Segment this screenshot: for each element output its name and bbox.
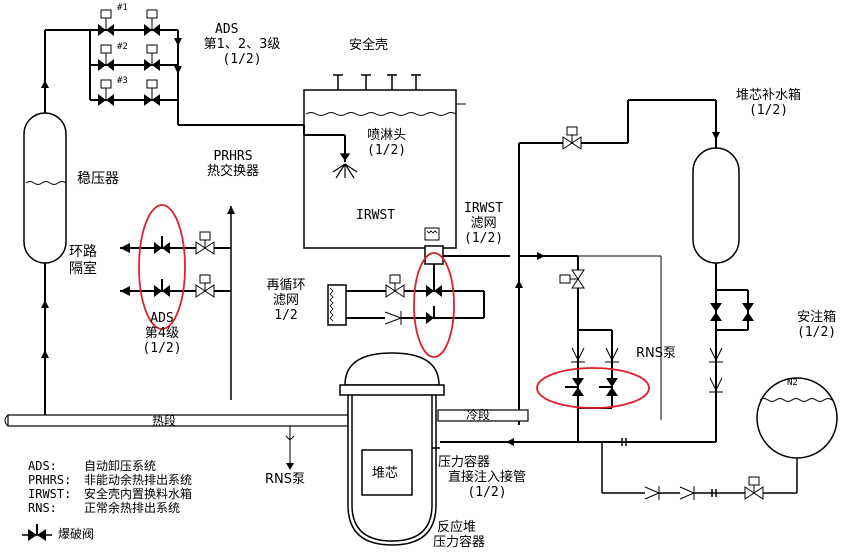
reactor-vessel [339, 352, 445, 546]
flow-arrow-up [41, 300, 49, 308]
valve-label-1: #1 [117, 3, 128, 13]
irwst-screen-label: IRWST 滤网 (1/2) [464, 201, 504, 246]
ads-stage123-valves [98, 9, 160, 106]
recirc-check-valve [384, 311, 403, 325]
flow-arrow-left [120, 286, 130, 296]
ads4-motor-valve-lower [195, 274, 215, 298]
ads-valve-1a [98, 9, 114, 36]
ads4-label: ADS 第4级 (1/2) [142, 311, 182, 356]
loop-compartment-label: 环路 隔室 [69, 244, 97, 277]
pressurizer-piping [44, 29, 90, 416]
pressurizer-vessel [23, 112, 67, 264]
flow-arrow-down [174, 66, 182, 74]
cmt-tank [692, 147, 740, 264]
pressurizer-label: 稳压器 [77, 171, 119, 187]
accumulator-check-valves [644, 486, 696, 500]
core-label: 堆芯 [372, 466, 399, 481]
dvi-motor-valve [559, 269, 585, 289]
legend-row: PRHRS:非能动余热排出系统 [28, 473, 193, 487]
rns-suction [285, 426, 295, 466]
prhrs-label: PRHRS 热交换器 [207, 149, 260, 179]
ads-valve-3a [98, 79, 114, 106]
dvi-label: 压力容器 直接注入接管 (1/2) [438, 455, 526, 500]
containment-vents [333, 74, 421, 90]
recirc-squib-valve-lower [426, 306, 458, 324]
legend-row: RNS:正常余热排出系统 [28, 501, 181, 515]
recirc-squib-valve-upper [426, 279, 442, 297]
flow-arrow-up [41, 80, 49, 88]
flow-arrow-down [286, 463, 294, 470]
ads4-squib-valve-lower [154, 279, 170, 297]
cmt-inlet-valve [562, 126, 582, 150]
ads-valve-2b [144, 44, 160, 71]
accumulator-line [601, 438, 798, 497]
cmt-outlet-valves [709, 289, 754, 393]
legend-squib-label: 爆破阀 [58, 527, 95, 541]
cmt-label: 堆芯补水箱 (1/2) [736, 88, 802, 118]
dvi-squib-valve-left [565, 378, 584, 396]
flow-arrow-up [515, 280, 523, 288]
prhrs-lines [227, 206, 235, 400]
cold-leg [437, 409, 529, 422]
ads4-squib-valve-upper [154, 236, 170, 254]
accumulator-label: 安注箱 (1/2) [797, 310, 837, 340]
highlight-recirc-squib-valves [413, 252, 455, 358]
valve-label-3: #3 [117, 76, 128, 86]
dvi-check-valves [571, 347, 619, 363]
highlight-ads4-squib-valves [138, 204, 186, 330]
ads-stage123-label: ADS 第1、2、3级 (1/2) [203, 22, 281, 67]
recirc-screen-icon [327, 284, 347, 326]
dvi-squib-valve-right [599, 378, 618, 396]
flow-arrow-right [537, 252, 545, 260]
legend-row: IRWST:安全壳内置换料水箱 [28, 487, 193, 501]
reactor-vessel-label: 反应堆 压力容器 [433, 520, 486, 550]
legend-row: ADS:自动卸压系统 [28, 459, 157, 473]
ads-valve-2a [98, 44, 114, 71]
ads4-motor-valve-upper [195, 231, 215, 255]
rns-pump-right-label: RNS泵 [636, 346, 677, 361]
containment-label: 安全壳 [349, 38, 389, 53]
n2-label: N2 [787, 378, 798, 388]
flow-arrow-down [174, 38, 182, 46]
recirc-motor-valve [385, 274, 405, 298]
flow-arrow-down [712, 132, 720, 140]
legend: ADS:自动卸压系统 PRHRS:非能动余热排出系统 IRWST:安全壳内置换料… [28, 459, 192, 515]
irwst-label: IRWST [356, 208, 396, 223]
flow-arrow-up [41, 350, 49, 358]
hot-leg-label: 热段 [152, 414, 177, 428]
highlight-dvi-squib-valves [536, 367, 650, 409]
valve-label-2: #2 [117, 42, 128, 52]
ads-valve-1b [144, 9, 160, 36]
spray-nozzle-icon [332, 153, 358, 179]
spray-head-label: 喷淋头 (1/2) [367, 128, 407, 158]
legend-squib-valve-icon [22, 524, 52, 541]
cold-leg-label: 冷段 [466, 408, 491, 422]
flow-arrow-left [506, 438, 514, 446]
hot-leg [4, 414, 349, 427]
rns-line [578, 255, 662, 420]
irwst-tank [303, 89, 466, 249]
accumulator-motor-valve [744, 476, 764, 500]
flow-arrow-left [120, 243, 130, 253]
rns-pump-bottom-label: RNS泵 [265, 472, 306, 487]
recirc-screen-label: 再循环 滤网 1/2 [266, 278, 306, 323]
ads-valve-3b [144, 79, 160, 106]
